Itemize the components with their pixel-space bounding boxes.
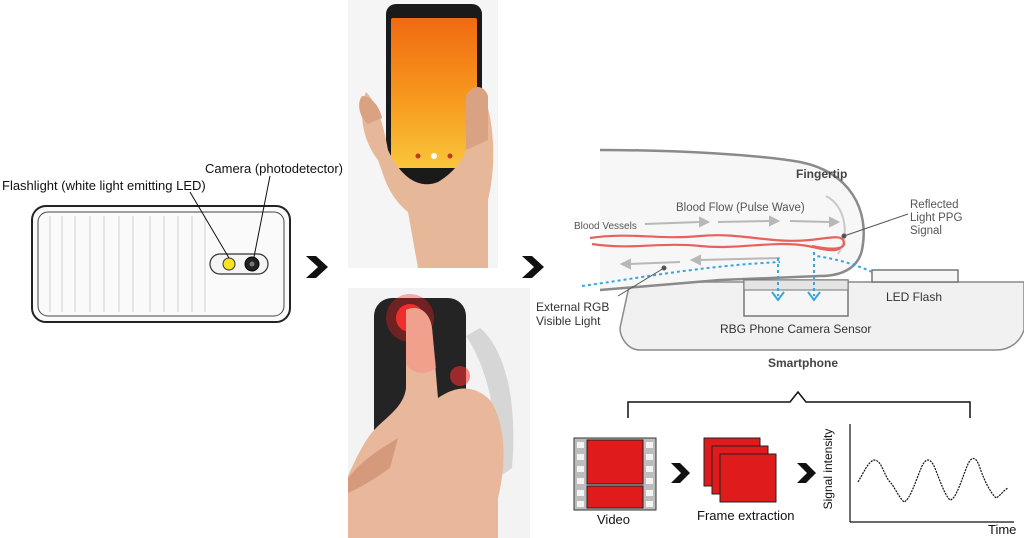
signal-xlabel: Time [988,522,1017,537]
chevron-right-icon [671,463,690,483]
video-label: Video [597,512,631,527]
camera-sensor-label: RBG Phone Camera Sensor [720,322,872,336]
camera-label: Camera (photodetector) [205,161,344,176]
reflected-signal-label: Reflected Light PPG Signal [910,199,963,237]
chevron-right-icon [797,463,816,483]
phone-in-hand-photo [348,0,498,268]
signal-ylabel: Signal intensity [821,428,835,510]
video-film-icon [573,437,657,511]
frame-stack-icon [703,437,777,503]
led-flash-label: LED Flash [886,290,943,304]
smartphone-label: Smartphone [768,356,839,370]
blood-flow-label: Blood Flow (Pulse Wave) [676,202,805,214]
chevron-right-icon [522,256,544,278]
ppg-signal-plot [849,424,1014,523]
chevron-right-icon [306,256,328,278]
fingertip-label: Fingertip [796,167,848,181]
finger-on-camera-photo [348,288,530,538]
frame-extraction-label: Frame extraction [697,508,795,523]
flashlight-label: Flashlight (white light emitting LED) [2,178,206,193]
blood-vessels-label: Blood Vessels [574,221,637,232]
external-light-label: External RGB Visible Light [536,300,610,328]
